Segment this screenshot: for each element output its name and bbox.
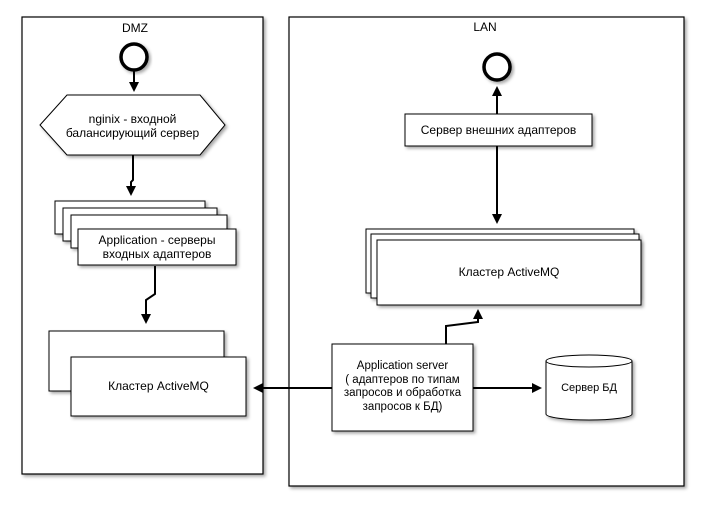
arrow-app-server-to-lan-mq xyxy=(445,309,483,344)
ext-adapters-label: Сервер внешних адаптеров xyxy=(420,123,577,137)
dmz-activemq-label: Кластер ActiveMQ xyxy=(108,379,209,393)
arrow-nginx-to-app-servers xyxy=(126,155,136,196)
ext-adapters-box xyxy=(404,113,593,147)
dmz-start-node xyxy=(119,42,149,72)
lan-zone-label: LAN xyxy=(473,20,497,34)
arrow-app-servers-to-dmz-mq xyxy=(141,266,156,324)
lan-activemq-front xyxy=(376,239,642,306)
db-server-label: Сервер БД xyxy=(561,382,617,394)
app-server-label: Application server ( адаптеров по типам … xyxy=(343,360,462,413)
lan-end-node xyxy=(482,52,512,82)
nginx-hexagon xyxy=(39,94,226,156)
lan-activemq-label: Кластер ActiveMQ xyxy=(458,265,560,279)
app-server-stack-front xyxy=(77,228,237,266)
app-servers-label: Application - серверы входных адаптеров xyxy=(98,233,216,261)
dmz-activemq-front xyxy=(70,356,247,417)
db-cylinder xyxy=(545,354,633,421)
dmz-zone-label: DMZ xyxy=(122,21,148,35)
nginx-label: nginix - входной балансирующий сервер xyxy=(65,112,200,140)
